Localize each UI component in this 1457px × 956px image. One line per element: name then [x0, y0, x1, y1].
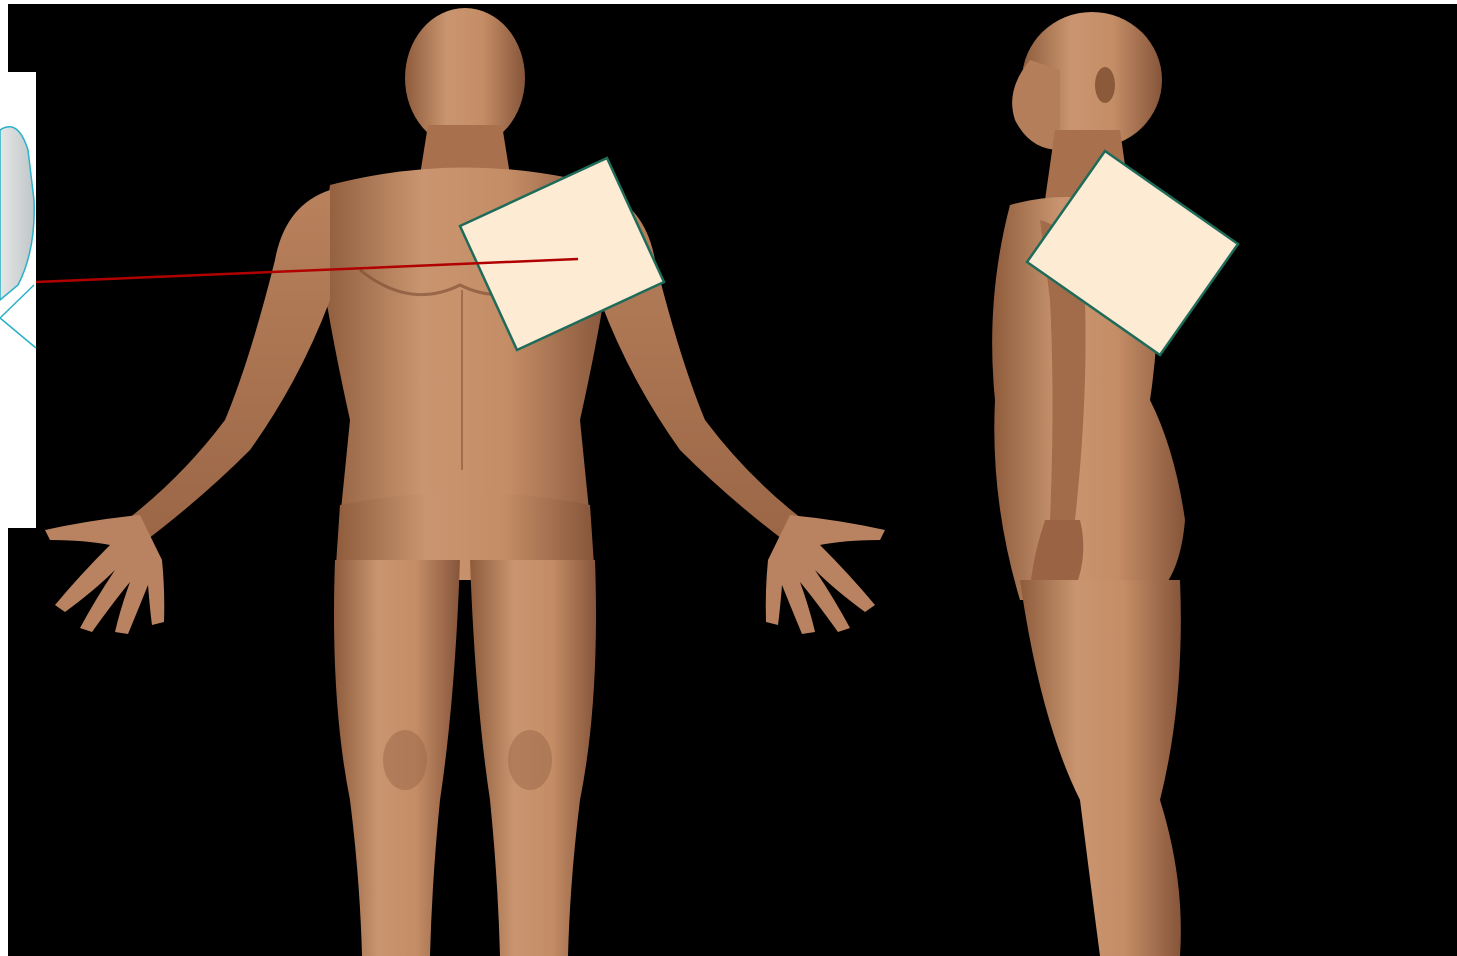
front-left-knee	[383, 730, 427, 790]
front-right-knee	[508, 730, 552, 790]
side-ear	[1095, 67, 1115, 103]
